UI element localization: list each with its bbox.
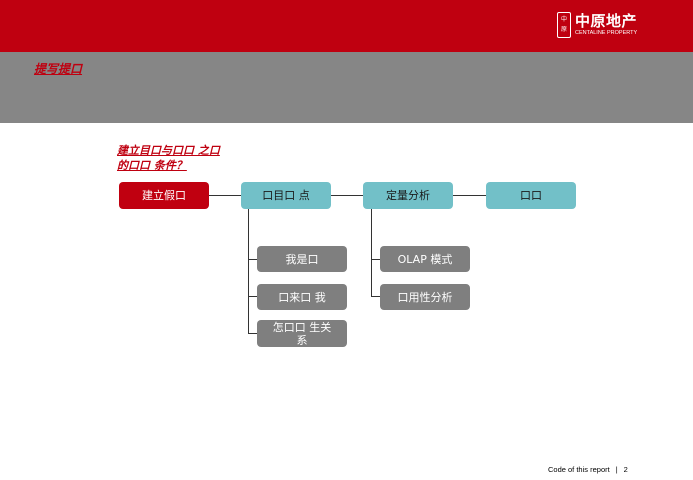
footer-code-text: Code of this report (548, 465, 610, 474)
branch-tick-step2-2 (248, 296, 257, 297)
branch-tick-step3-2 (371, 296, 380, 297)
branch-box-2-3[interactable]: 怎口口 生关系 (257, 320, 347, 347)
company-logo: 中 原 中原地产 CENTALINE PROPERTY (557, 10, 637, 40)
title-band (0, 52, 693, 123)
step-box-3[interactable]: 定量分析 (363, 182, 453, 209)
branch-box-2-2[interactable]: 口来口 我 (257, 284, 347, 310)
branch-line-step3 (371, 209, 372, 297)
branch-box-3-2[interactable]: 口用性分析 (380, 284, 470, 310)
footer-page-number: 2 (623, 465, 628, 474)
question-line-2: 的口口 条件？ (117, 159, 187, 172)
connector-1-2 (209, 195, 241, 196)
logo-text: 中原地产 CENTALINE PROPERTY (575, 13, 637, 37)
connector-3-4 (453, 195, 486, 196)
header-bar (0, 0, 693, 52)
branch-box-2-1[interactable]: 我是口 (257, 246, 347, 272)
logo-name-cn: 中原地产 (575, 12, 638, 30)
connector-2-3 (331, 195, 363, 196)
branch-box-3-1[interactable]: OLAP 模式 (380, 246, 470, 272)
branch-line-step2 (248, 209, 249, 333)
diagram-question: 建立目口与口口 之口 的口口 条件？ (117, 143, 247, 173)
page-footer: Code of this report | 2 (548, 465, 628, 474)
step-box-4[interactable]: 口口 (486, 182, 576, 209)
question-line-1: 建立目口与口口 之口 (117, 144, 220, 157)
logo-seal-icon: 中 原 (557, 12, 571, 38)
branch-tick-step2-1 (248, 259, 257, 260)
step-box-1[interactable]: 建立假口 (119, 182, 209, 209)
footer-separator: | (615, 465, 618, 474)
section-title[interactable]: 提写提口 (34, 62, 83, 76)
branch-tick-step2-3 (248, 333, 257, 334)
branch-tick-step3-1 (371, 259, 380, 260)
step-box-2[interactable]: 口目口 点 (241, 182, 331, 209)
logo-name-en: CENTALINE PROPERTY (575, 30, 638, 36)
